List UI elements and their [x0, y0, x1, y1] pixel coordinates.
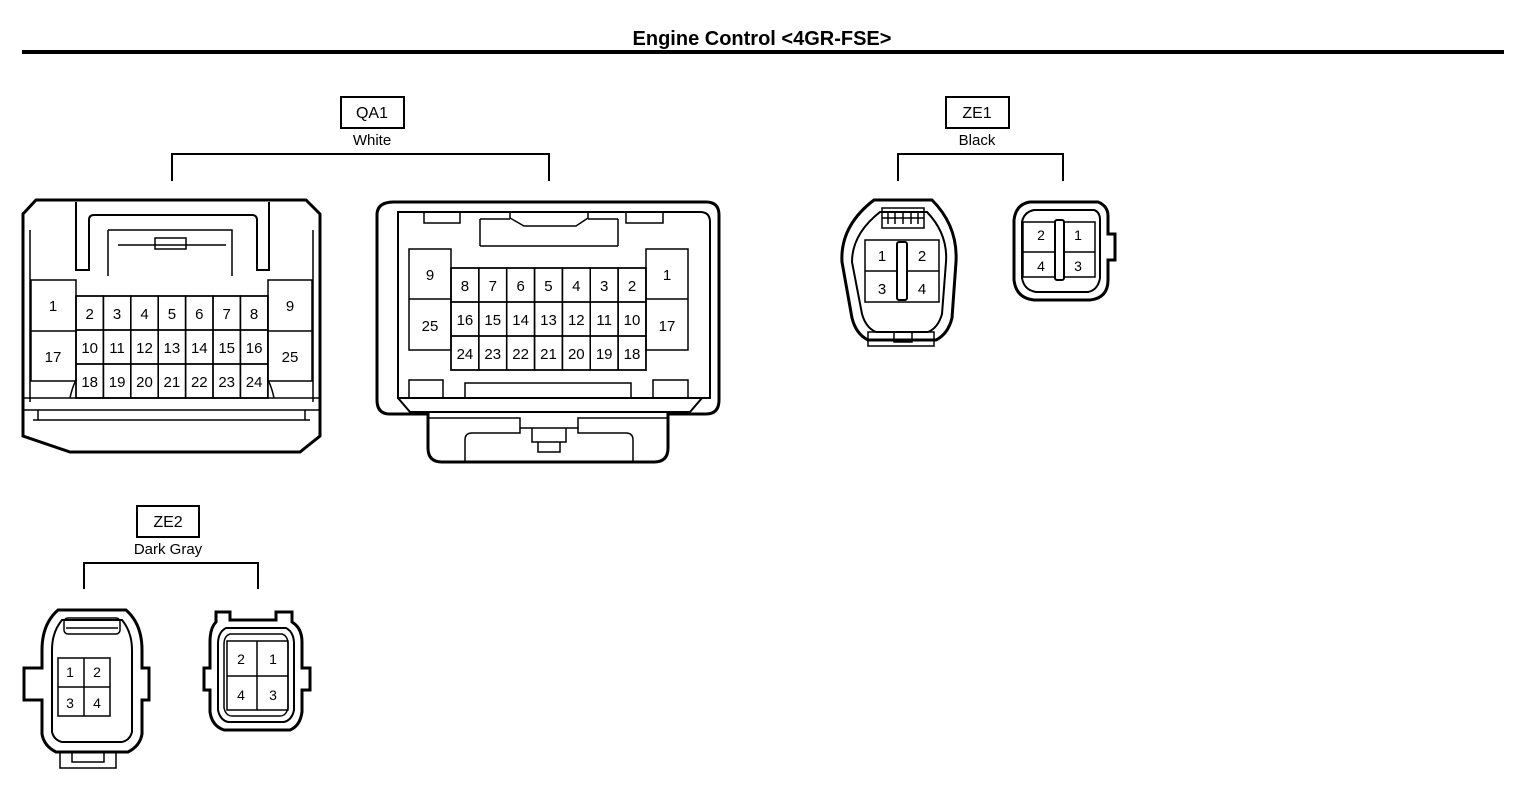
pin-label: 5 — [544, 278, 552, 295]
pin-label: 4 — [1037, 258, 1045, 274]
pin-label: 4 — [918, 281, 926, 298]
pin-label: 3 — [878, 281, 886, 298]
pin-label: 3 — [600, 278, 608, 295]
pin-label: 23 — [218, 374, 235, 391]
pin-label: 18 — [81, 374, 98, 391]
pin-label: 5 — [168, 306, 176, 323]
ze1-right-connector: 2 1 4 3 — [1012, 200, 1117, 302]
pin-label: 9 — [286, 298, 294, 315]
pin-cell — [617, 335, 647, 371]
qa1-code: QA1 — [356, 105, 388, 122]
pin-label: 1 — [66, 664, 74, 680]
pin-label: 14 — [512, 312, 529, 329]
ze2-header: ZE2 Dark Gray — [83, 505, 259, 589]
ze1-bracket — [897, 153, 1064, 181]
pin-label: 4 — [140, 306, 148, 323]
pin-label: 3 — [1074, 258, 1082, 274]
pin-label: 4 — [93, 695, 101, 711]
ze1-color: Black — [959, 132, 996, 149]
pin-label: 20 — [136, 374, 153, 391]
pin-cell — [239, 363, 269, 399]
pin-label: 17 — [45, 349, 62, 366]
pin-label: 13 — [164, 340, 181, 357]
pin-label: 19 — [596, 346, 613, 363]
pin-label: 2 — [237, 651, 245, 667]
ze2-left-connector: 1 2 3 4 — [22, 608, 151, 769]
pin-label: 3 — [66, 695, 74, 711]
pin-label: 18 — [624, 346, 641, 363]
pin-label: 16 — [246, 340, 263, 357]
pin-label: 12 — [136, 340, 153, 357]
pin-label: 2 — [1037, 227, 1045, 243]
pin-label: 17 — [659, 318, 676, 335]
pin-label: 2 — [918, 248, 926, 265]
pin-label: 1 — [1074, 227, 1082, 243]
pin-label: 15 — [218, 340, 235, 357]
pin-label: 1 — [269, 651, 277, 667]
pin-label: 9 — [426, 267, 434, 284]
pin-label: 1 — [878, 248, 886, 265]
pin-label: 15 — [484, 312, 501, 329]
pin-label: 12 — [568, 312, 585, 329]
pin-label: 22 — [191, 374, 208, 391]
pin-label: 20 — [568, 346, 585, 363]
pin-label: 11 — [109, 340, 125, 357]
qa1-bracket — [171, 153, 550, 181]
pin-label: 22 — [512, 346, 529, 363]
pin-label: 4 — [237, 687, 245, 703]
qa1-right-connector: 8 7 6 5 4 3 2 16 15 14 13 12 11 10 24 23 22 21 20 19 18 9 25… — [375, 200, 721, 464]
qa1-header: QA1 White — [171, 96, 550, 181]
pin-label: 3 — [113, 306, 121, 323]
pin-label: 21 — [164, 374, 181, 391]
ze2-code: ZE2 — [153, 514, 182, 531]
pin-label: 1 — [663, 267, 671, 284]
ze1-code-box — [945, 96, 1010, 129]
pin-label: 25 — [282, 349, 299, 366]
qa1-color: White — [353, 132, 391, 149]
ze2-bracket — [83, 562, 259, 589]
pin-label: 8 — [461, 278, 469, 295]
ze2-code-box — [136, 505, 200, 538]
pin-label: 10 — [624, 312, 641, 329]
pin-label: 2 — [93, 664, 101, 680]
pin-label: 2 — [628, 278, 636, 295]
ze1-code: ZE1 — [962, 105, 991, 122]
pin-label: 3 — [269, 687, 277, 703]
pin-label: 2 — [86, 306, 94, 323]
ze1-header: ZE1 Black — [897, 96, 1064, 181]
pin-label: 4 — [572, 278, 580, 295]
pin-label: 8 — [250, 306, 258, 323]
pin-label: 1 — [49, 298, 57, 315]
pin-label: 24 — [246, 374, 263, 391]
pin-label: 6 — [516, 278, 524, 295]
pin-label: 19 — [109, 374, 126, 391]
pin-label: 10 — [81, 340, 98, 357]
pin-label: 21 — [540, 346, 557, 363]
pin-label: 25 — [422, 318, 439, 335]
pin-label: 11 — [596, 312, 612, 329]
pin-label: 16 — [457, 312, 474, 329]
qa1-code-box — [340, 96, 405, 129]
pin-label: 14 — [191, 340, 208, 357]
pin-label: 7 — [489, 278, 497, 295]
pin-label: 7 — [223, 306, 231, 323]
pin-label: 6 — [195, 306, 203, 323]
ze2-color: Dark Gray — [134, 541, 203, 558]
pin-label: 13 — [540, 312, 557, 329]
page-title: Engine Control <4GR-FSE> — [633, 28, 892, 50]
pin-label: 24 — [457, 346, 474, 363]
ze1-left-connector: 1 2 3 4 — [840, 198, 958, 347]
pin-label: 23 — [484, 346, 501, 363]
ze2-right-connector: 2 1 4 3 — [202, 610, 312, 732]
